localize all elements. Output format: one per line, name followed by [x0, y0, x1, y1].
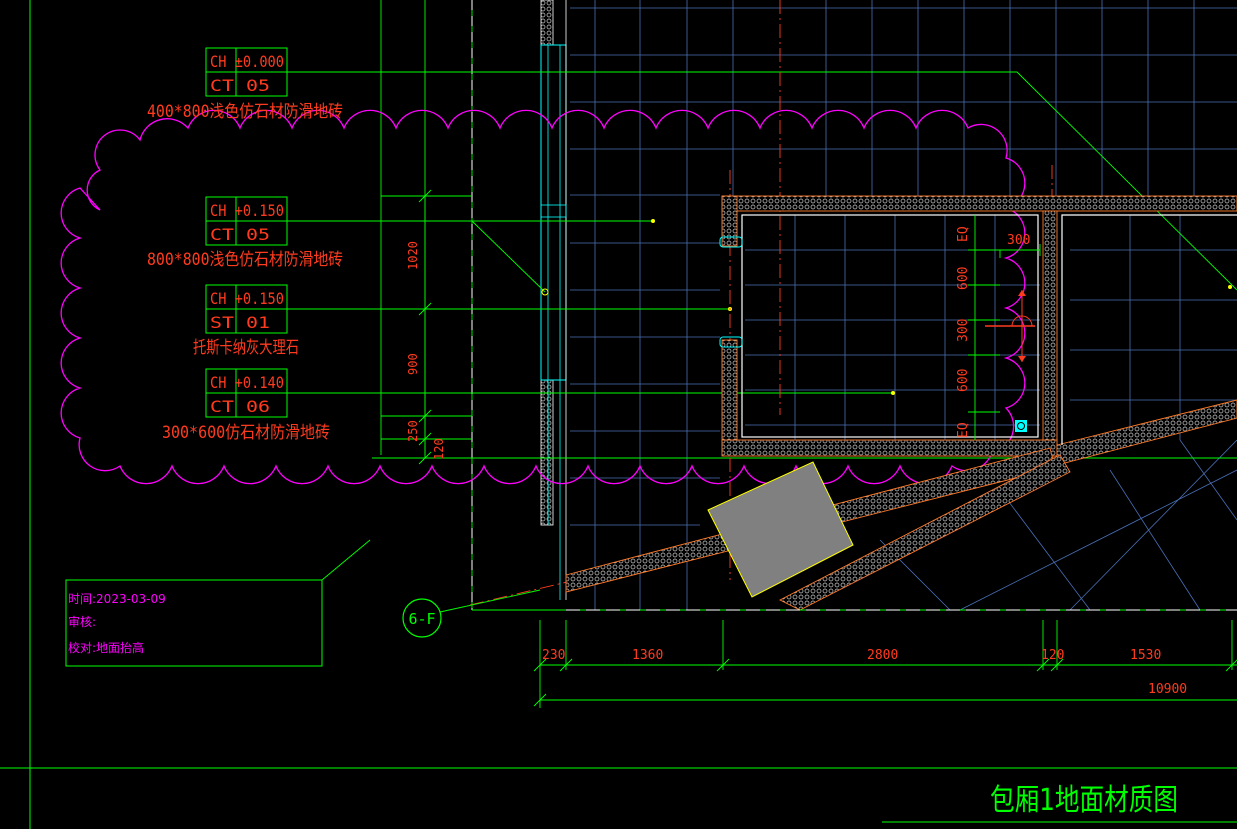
- guide-lines: [380, 0, 473, 610]
- room-dim-eq-top: EQ: [956, 226, 971, 242]
- tag2-desc: 800*800浅色仿石材防滑地砖: [147, 250, 343, 270]
- tag4-desc: 300*600仿石材防滑地砖: [162, 423, 330, 443]
- floor-grid: [570, 0, 1237, 610]
- tag1-ct: CT 05: [210, 76, 270, 95]
- tag3-ch: CH +0.150: [210, 289, 284, 308]
- vdim-120: 120: [432, 438, 446, 460]
- material-tag-texts: CH ±0.000 CT 05 400*800浅色仿石材防滑地砖 CH +0.1…: [147, 52, 343, 443]
- vdim-900: 900: [406, 353, 420, 375]
- drain-icon: [1015, 420, 1027, 432]
- bottom-dim-texts: 230 1360 2800 120 1530 10900: [542, 648, 1187, 697]
- hdim-2800: 2800: [867, 648, 898, 663]
- floor-symbol: [985, 290, 1035, 362]
- bottom-dim-chain: [472, 609, 1237, 708]
- tag4-ch: CH +0.140: [210, 373, 284, 392]
- info-check: 校对:地面抬高: [68, 640, 144, 655]
- drawing-title: 包厢1地面材质图: [990, 783, 1178, 818]
- vertical-dim-texts: 1020 900 250 120: [406, 241, 446, 460]
- room-dim-300: 300: [956, 319, 971, 342]
- tag2-ct: CT 05: [210, 225, 270, 244]
- room-dim-300-horizontal: 300: [1007, 233, 1030, 248]
- rotated-tile: [707, 461, 854, 598]
- tag4-ct: CT 06: [210, 397, 270, 416]
- tag2-ch: CH +0.150: [210, 201, 284, 220]
- hdim-1530: 1530: [1130, 648, 1161, 663]
- leader-endpoints: [541, 219, 1232, 395]
- section-marker[interactable]: 6-F: [402, 589, 541, 638]
- tag1-desc: 400*800浅色仿石材防滑地砖: [147, 102, 343, 122]
- info-date: 时间:2023-03-09: [68, 592, 166, 606]
- room-dim-texts: EQ 600 300 600 EQ 300: [956, 226, 1030, 438]
- section-marker-label: 6-F: [408, 610, 435, 628]
- hdim-120: 120: [1041, 648, 1064, 663]
- room-dim-eq-bottom: EQ: [956, 422, 971, 438]
- room-walls: [565, 195, 1237, 611]
- room-inner-lines: [741, 214, 1237, 445]
- door-jambs: [719, 236, 743, 348]
- window-column: [540, 0, 567, 600]
- room-dim-600-top: 600: [956, 267, 971, 290]
- leader-lines: [287, 71, 1237, 459]
- revision-cloud: [60, 109, 1026, 485]
- room-dim-600-bottom: 600: [956, 369, 971, 392]
- tag3-desc: 托斯卡纳灰大理石: [193, 338, 299, 358]
- hdim-1360: 1360: [632, 648, 663, 663]
- info-box: 时间:2023-03-09 审核: 校对:地面抬高: [65, 579, 323, 667]
- info-review: 审核:: [68, 614, 96, 629]
- cloud-leader: [321, 539, 371, 581]
- vdim-1020: 1020: [406, 241, 420, 270]
- tag3-ct: ST 01: [210, 313, 270, 332]
- hdim-230: 230: [542, 648, 565, 663]
- left-dim-chain: [418, 189, 432, 465]
- room-dim-chain: [968, 215, 1041, 440]
- tag-boxes: [205, 47, 288, 418]
- vdim-250: 250: [406, 420, 420, 442]
- tag1-ch: CH ±0.000: [210, 52, 284, 71]
- hdim-total: 10900: [1148, 682, 1187, 697]
